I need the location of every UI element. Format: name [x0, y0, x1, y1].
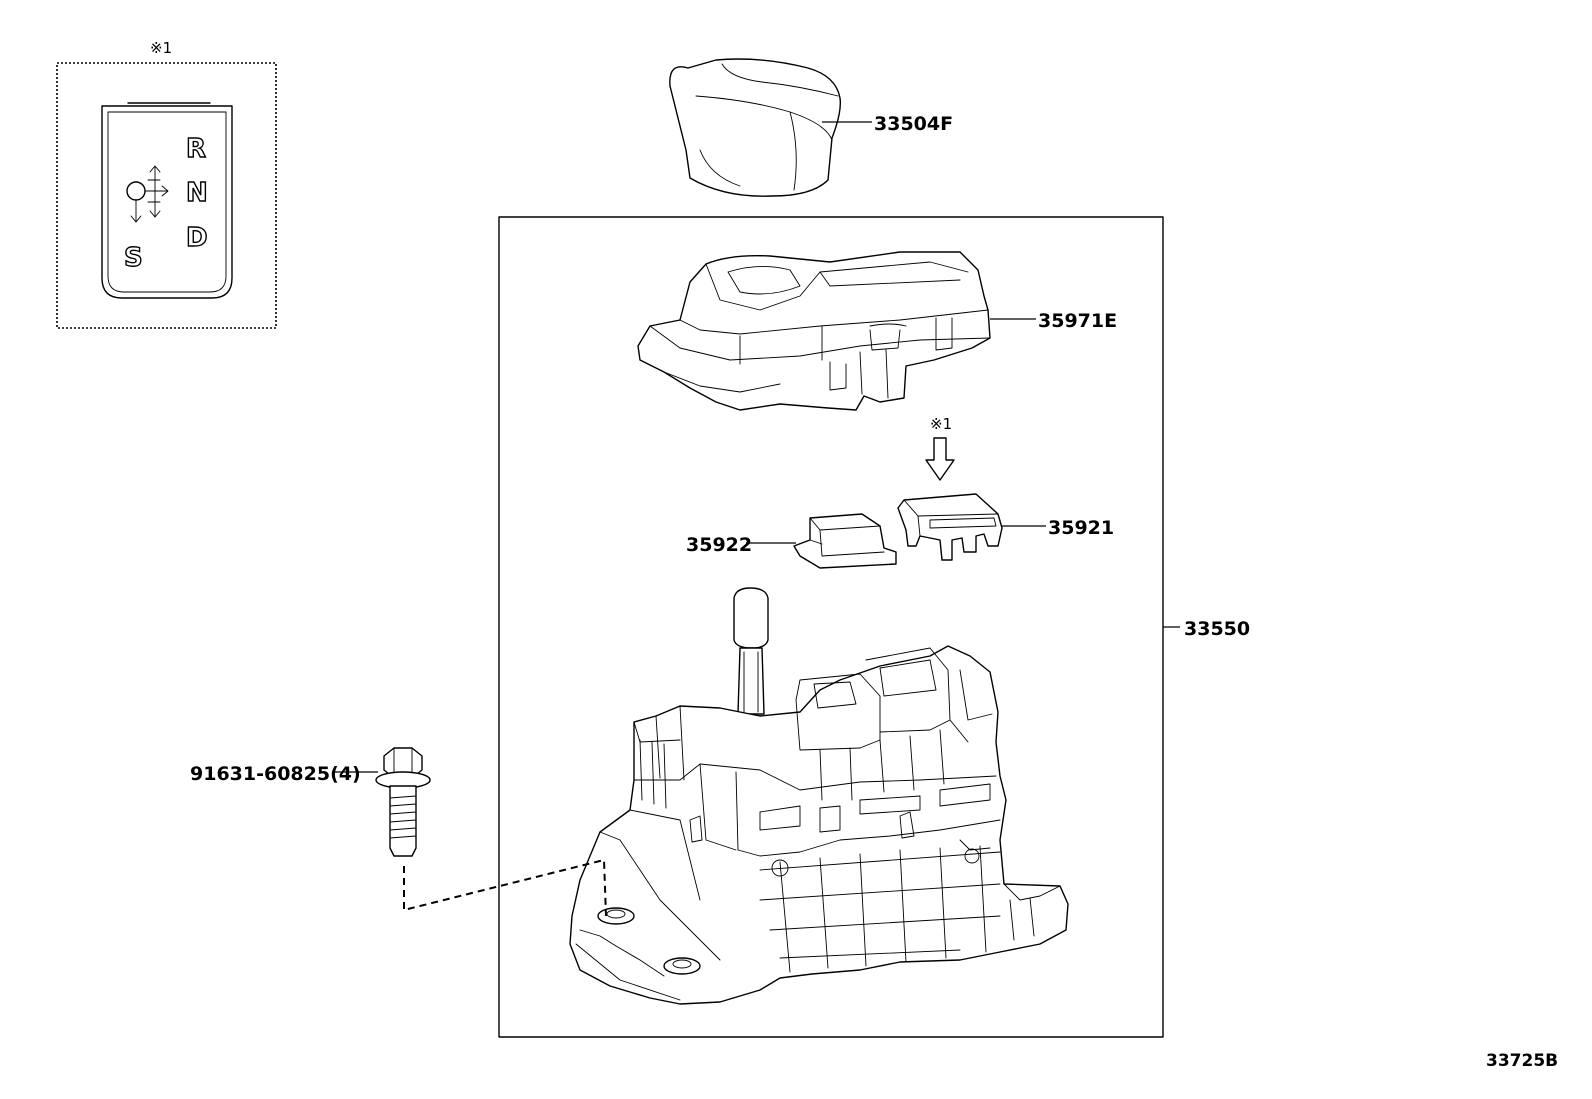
mount-hole-rear-left	[663, 957, 701, 975]
shift-knob	[669, 58, 872, 197]
shift-gate-plate	[101, 105, 233, 299]
mount-hole-front-left	[597, 907, 635, 925]
part-label-33504f: 33504F	[874, 113, 953, 135]
detail-panel: ※1 R N D S	[56, 39, 277, 329]
arrow-note-mark: ※1	[930, 415, 952, 433]
lever-grip	[733, 587, 769, 649]
gear-letter-d: D	[186, 223, 208, 253]
indicator-plate-right	[897, 493, 1046, 561]
detail-panel-frame	[56, 62, 277, 329]
bolt-head	[383, 747, 423, 779]
part-label-91631-60825: 91631-60825(4)	[190, 763, 361, 785]
detail-note-mark: ※1	[150, 39, 172, 57]
part-label-35971e: 35971E	[1038, 310, 1117, 332]
lever-shaft	[737, 647, 765, 715]
shift-lever-base	[569, 587, 1069, 1005]
gear-letter-n: N	[186, 178, 208, 208]
shift-gate-plate-inner	[107, 111, 227, 293]
bolt-install-path	[403, 858, 607, 917]
part-label-35921: 35921	[1048, 517, 1114, 539]
mounting-bolt	[334, 747, 431, 857]
detail-reference-arrow: ※1	[925, 415, 955, 481]
part-label-33550: 33550	[1184, 618, 1250, 640]
gear-letter-s: S	[124, 243, 143, 273]
part-label-35922: 35922	[686, 534, 752, 556]
console-cover	[637, 251, 1036, 411]
indicator-plate-left	[746, 513, 897, 569]
selector-housing	[795, 673, 881, 751]
figure-code: 33725B	[1486, 1051, 1558, 1071]
gear-letter-r: R	[186, 134, 206, 164]
down-arrow-icon	[925, 437, 955, 481]
shift-pattern-icon	[126, 165, 169, 223]
